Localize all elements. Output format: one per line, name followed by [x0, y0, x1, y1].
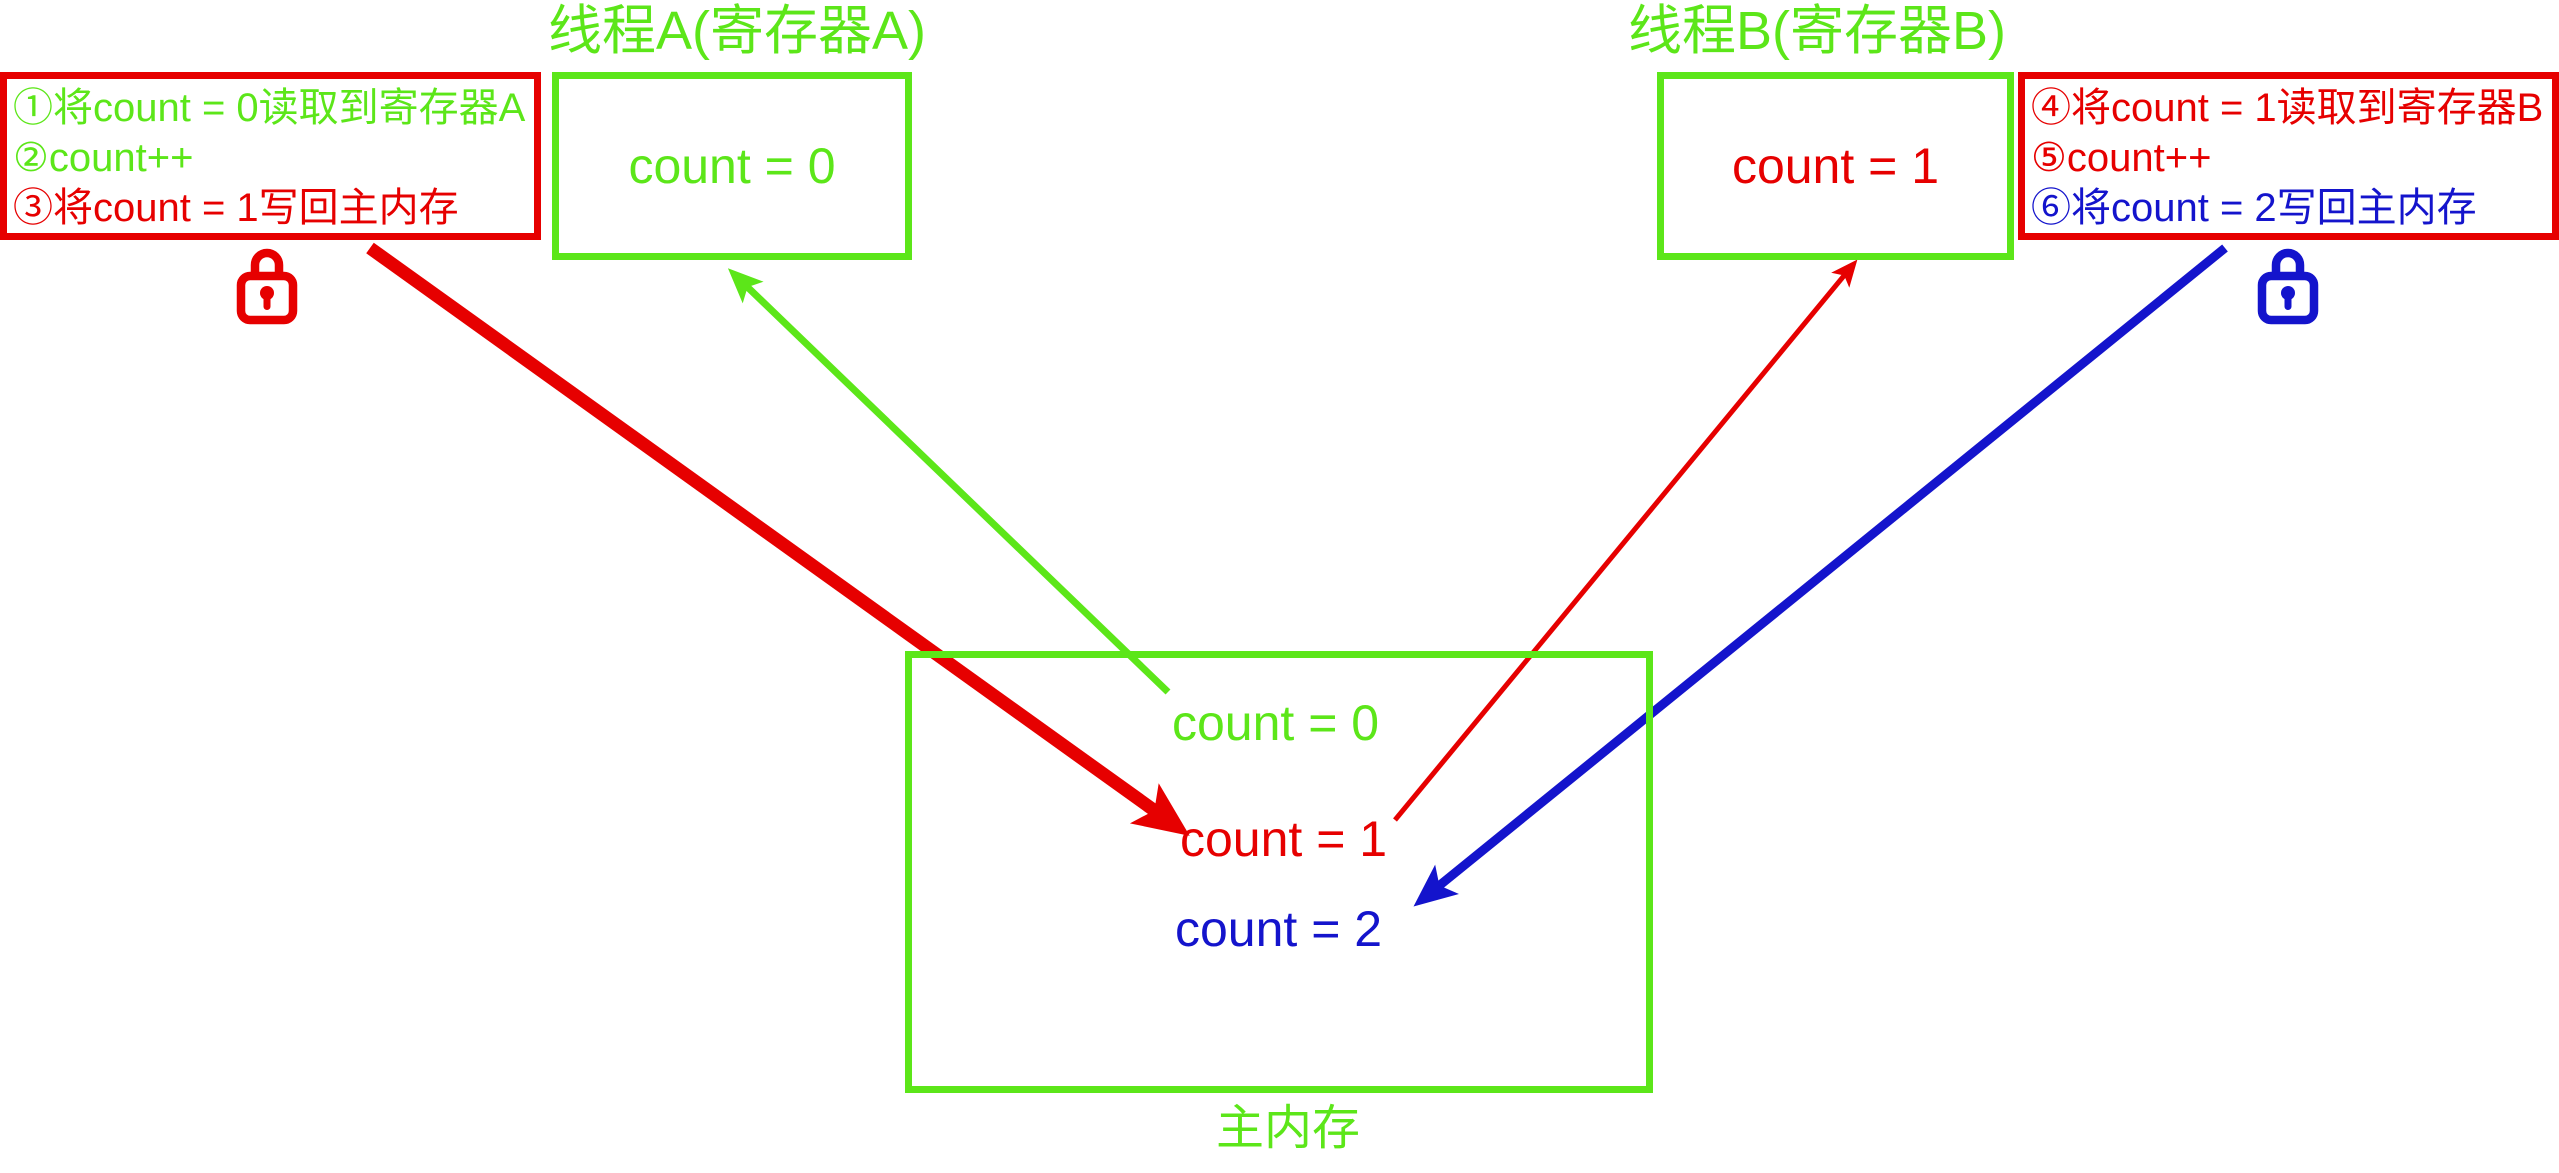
main-memory-box [905, 651, 1653, 1093]
register-b-value: count = 1 [1731, 138, 1940, 194]
thread-b-step-6: ⑥将count = 2写回主内存 [2031, 186, 2477, 230]
main-memory-label: 主内存 [1216, 1102, 1361, 1155]
thread-b-steps-box: ④将count = 1读取到寄存器B ⑤count++ ⑥将count = 2写… [2018, 72, 2559, 240]
thread-a-step-3: ③将count = 1写回主内存 [13, 186, 459, 230]
arrow-read-to-register-a [727, 268, 1171, 695]
register-b-box: count = 1 [1657, 72, 2014, 260]
lock-icon-thread-a [232, 243, 302, 334]
thread-b-step-4: ④将count = 1读取到寄存器B [2031, 86, 2544, 130]
main-memory-value-0: count = 0 [1172, 695, 1380, 751]
thread-b-step-5: ⑤count++ [2031, 136, 2212, 180]
thread-a-steps-box: ①将count = 0读取到寄存器A ②count++ ③将count = 1写… [0, 72, 541, 240]
lock-icon-thread-b [2253, 243, 2323, 334]
thread-a-step-1: ①将count = 0读取到寄存器A [13, 86, 526, 130]
main-memory-value-2: count = 2 [1175, 901, 1383, 957]
register-a-box: count = 0 [552, 72, 912, 260]
thread-b-title: 线程B(寄存器B) [1628, 1, 2006, 61]
thread-a-step-2: ②count++ [13, 136, 194, 180]
register-a-value: count = 0 [628, 138, 836, 194]
main-memory-value-1: count = 1 [1180, 811, 1388, 867]
thread-a-title: 线程A(寄存器A) [548, 1, 926, 61]
